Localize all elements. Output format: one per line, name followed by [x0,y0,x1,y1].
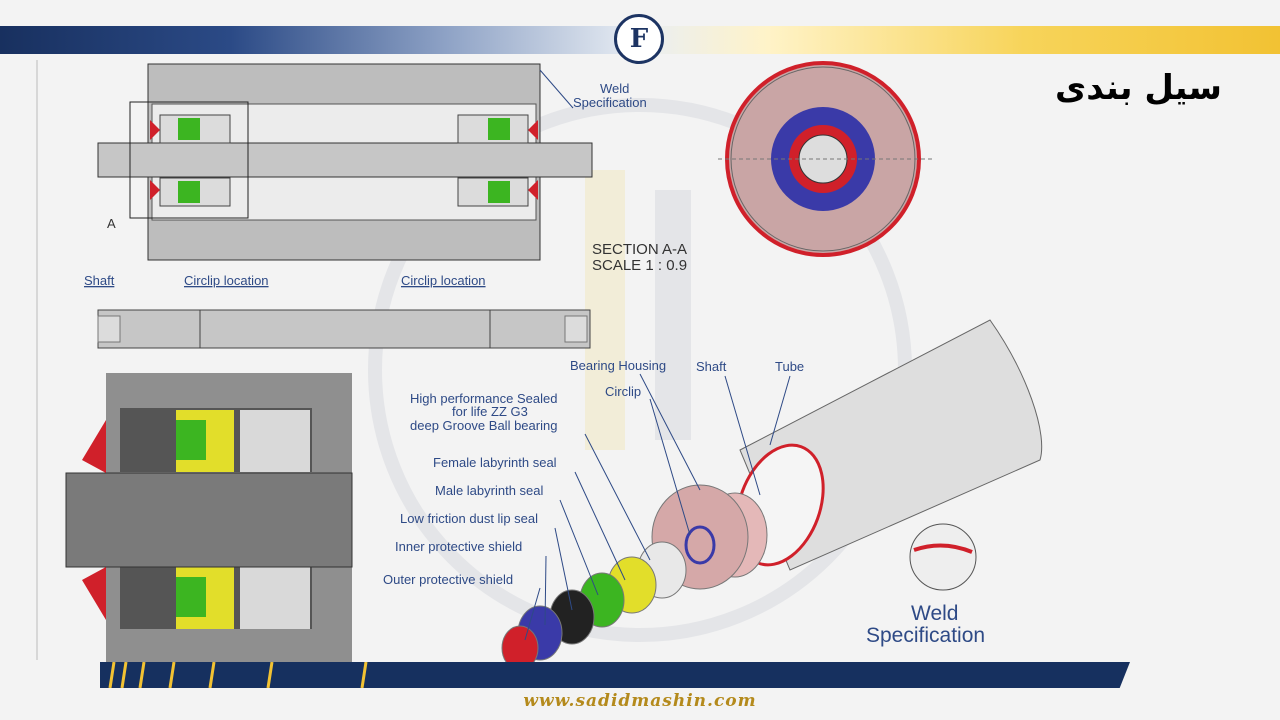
female-seal-label: Female labyrinth seal [433,455,557,470]
tube-label: Tube [775,359,804,374]
slide-title: سیل بندی [1055,68,1222,108]
technical-drawing: A Weld Specification SECTION A-A SCALE 1… [36,60,1043,662]
dust-seal-label: Low friction dust lip seal [400,511,538,526]
footer-band [100,662,1130,688]
inner-shield-label: Inner protective shield [395,539,522,554]
watermark-logo [368,98,912,642]
shaft-view [97,309,591,349]
bearing-label-1: High performance Sealed [410,391,557,406]
bearing-label-2: for life ZZ G3 [452,404,528,419]
weld-spec-top-1: Weld [600,81,629,96]
circlip-location-label-2: Circlip location [401,273,486,288]
shaft-label: Shaft [84,273,115,288]
shaft-exploded-label: Shaft [696,359,727,374]
weld-spec-bottom-1: Weld [911,602,958,625]
exploded-view [501,319,1043,662]
leader-lines [524,373,791,641]
section-view [97,63,593,261]
circlip-location-label-1: Circlip location [184,273,269,288]
end-view [718,61,932,257]
male-seal-label: Male labyrinth seal [435,483,543,498]
section-scale: SCALE 1 : 0.9 [592,257,687,274]
logo-letter: F [629,24,649,54]
company-logo: F [614,14,664,64]
bearing-housing-label: Bearing Housing [570,358,666,373]
footer-stripes [108,662,368,688]
outer-shield-label: Outer protective shield [383,572,513,587]
weld-spec-top-2: Specification [573,95,647,110]
detail-view [65,373,353,662]
section-marker-a: A [107,216,116,231]
section-title: SECTION A-A [592,241,687,258]
footer-url[interactable]: www.sadidmashin.com [523,691,757,711]
weld-spec-bottom-2: Specification [866,624,985,647]
circlip-label: Circlip [605,384,641,399]
bearing-label-3: deep Groove Ball bearing [410,418,557,433]
